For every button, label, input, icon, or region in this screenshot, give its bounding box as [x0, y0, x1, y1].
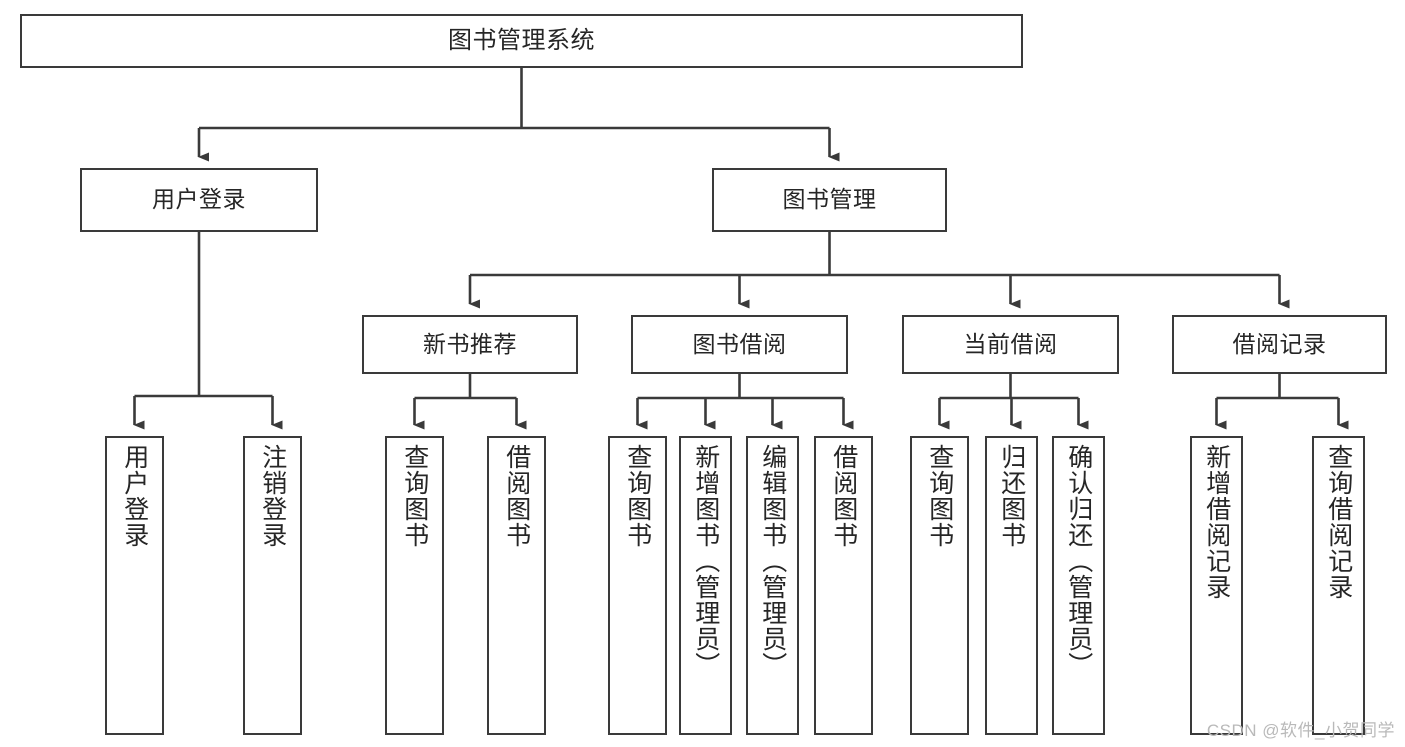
node-book-manage[interactable]: 图书管理	[712, 168, 947, 232]
node-label: 归还图书	[997, 444, 1026, 548]
node-label: 查询借阅记录	[1324, 444, 1353, 600]
node-new-book-rec[interactable]: 新书推荐	[362, 315, 578, 374]
node-label: 借阅图书	[829, 444, 858, 548]
node-label: 图书管理	[782, 186, 877, 213]
node-leaf-bb-edit[interactable]: 编辑图书（管理员）	[746, 436, 799, 735]
node-leaf-cb-return[interactable]: 归还图书	[985, 436, 1038, 735]
node-leaf-rec-borrow[interactable]: 借阅图书	[487, 436, 546, 735]
node-label: 当前借阅	[963, 330, 1058, 357]
node-label: 编辑图书（管理员）	[758, 444, 787, 678]
node-label: 借阅图书	[502, 444, 531, 548]
node-label: 用户登录	[120, 444, 149, 548]
node-leaf-bb-borrow[interactable]: 借阅图书	[814, 436, 873, 735]
node-label: 确认归还（管理员）	[1064, 444, 1093, 678]
node-label: 图书借阅	[692, 330, 787, 357]
node-label: 借阅记录	[1232, 330, 1327, 357]
node-label: 新书推荐	[423, 330, 517, 357]
node-leaf-bb-query[interactable]: 查询图书	[608, 436, 667, 735]
node-book-borrow[interactable]: 图书借阅	[631, 315, 848, 374]
node-current-borrow[interactable]: 当前借阅	[902, 315, 1119, 374]
node-label: 查询图书	[925, 444, 954, 548]
node-borrow-record[interactable]: 借阅记录	[1172, 315, 1387, 374]
node-leaf-user-login[interactable]: 用户登录	[105, 436, 164, 735]
node-leaf-cb-confirm[interactable]: 确认归还（管理员）	[1052, 436, 1105, 735]
node-label: 查询图书	[623, 444, 652, 548]
node-leaf-br-add[interactable]: 新增借阅记录	[1190, 436, 1243, 735]
node-label: 查询图书	[400, 444, 429, 548]
node-leaf-user-logout[interactable]: 注销登录	[243, 436, 302, 735]
node-leaf-rec-query[interactable]: 查询图书	[385, 436, 444, 735]
node-root[interactable]: 图书管理系统	[20, 14, 1023, 68]
node-label: 新增图书（管理员）	[691, 444, 720, 678]
node-label: 新增借阅记录	[1202, 444, 1231, 600]
node-leaf-br-query[interactable]: 查询借阅记录	[1312, 436, 1365, 735]
node-leaf-cb-query[interactable]: 查询图书	[910, 436, 969, 735]
node-leaf-bb-add[interactable]: 新增图书（管理员）	[679, 436, 732, 735]
node-label: 图书管理系统	[448, 26, 595, 54]
csdn-watermark: CSDN @软件_小贺同学	[1206, 721, 1395, 740]
node-user-login[interactable]: 用户登录	[80, 168, 318, 232]
node-label: 注销登录	[258, 444, 287, 548]
node-label: 用户登录	[152, 186, 246, 213]
